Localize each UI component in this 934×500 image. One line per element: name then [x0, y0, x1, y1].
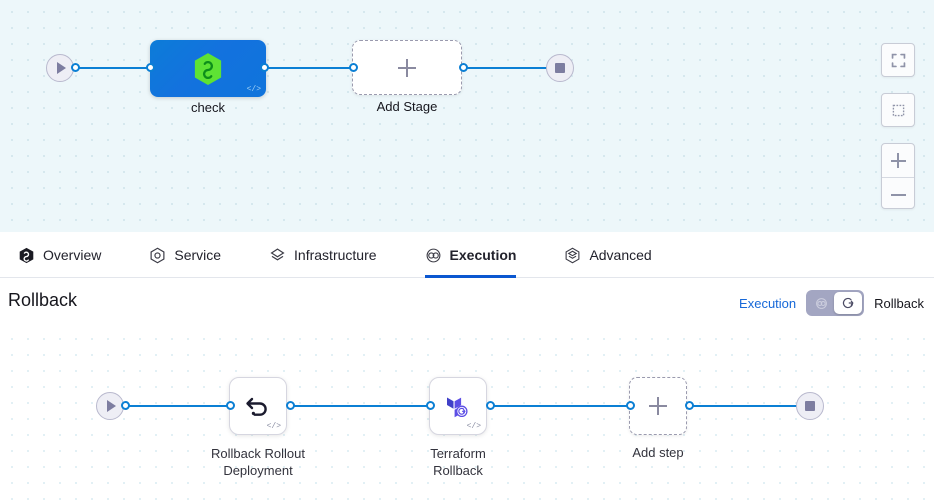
port-addstep-out[interactable] — [685, 401, 694, 410]
tab-bar: Overview Service Infrastructure — [0, 232, 934, 278]
tab-label: Infrastructure — [294, 247, 377, 263]
plus-icon — [649, 397, 667, 415]
edge-addstage-to-end — [462, 67, 554, 69]
rollback-end-node[interactable] — [796, 392, 824, 420]
tab-label: Service — [174, 247, 222, 263]
terraform-rollback-icon — [447, 397, 468, 418]
stage-node-check[interactable]: </> — [150, 40, 266, 97]
edge-addstep-to-end — [688, 405, 806, 407]
stage-label-check: check — [191, 100, 225, 115]
tab-label: Advanced — [589, 247, 652, 263]
stop-icon — [805, 401, 815, 411]
tab-label: Execution — [449, 247, 517, 263]
execution-circles-icon — [425, 247, 442, 264]
edge-start-to-check — [74, 67, 154, 69]
port-rb-start-out[interactable] — [121, 401, 130, 410]
infrastructure-layers-icon — [269, 247, 286, 264]
selection-icon — [892, 104, 904, 116]
port-start-out[interactable] — [71, 63, 80, 72]
zoom-out-icon — [890, 193, 906, 196]
add-stage-label: Add Stage — [376, 99, 438, 114]
code-badge: </> — [466, 422, 481, 431]
stop-icon — [555, 63, 565, 73]
tab-overview[interactable]: Overview — [18, 232, 101, 278]
tab-service[interactable]: Service — [149, 232, 221, 278]
step-label-terraform-rollback: Terraform Rollback — [430, 446, 486, 478]
harness-hexagon-icon — [194, 52, 222, 85]
edge-start-to-step1 — [124, 405, 230, 407]
step-node-rollback-rollout-deployment[interactable]: </> — [229, 377, 287, 435]
edge-step2-to-addstep — [489, 405, 629, 407]
port-check-out[interactable] — [260, 63, 269, 72]
play-icon — [57, 62, 66, 74]
port-addstage-out[interactable] — [459, 63, 468, 72]
code-badge: </> — [246, 85, 261, 94]
edge-step1-to-step2 — [289, 405, 430, 407]
step-label-rollback-rollout-deployment: Rollback Rollout Deployment — [211, 446, 305, 478]
step-node-terraform-rollback[interactable]: </> — [429, 377, 487, 435]
add-step-label: Add step — [632, 445, 684, 460]
tab-advanced[interactable]: Advanced — [564, 232, 652, 278]
add-step-node[interactable] — [629, 377, 687, 435]
zoom-in-button[interactable] — [882, 144, 914, 177]
execution-circles-icon — [815, 297, 827, 309]
tab-label: Overview — [43, 247, 102, 263]
zoom-in-icon — [890, 153, 906, 168]
fullscreen-icon — [891, 53, 905, 67]
toggle-label-execution[interactable]: Execution — [739, 295, 797, 311]
edge-check-to-addstage — [263, 67, 353, 69]
code-badge: </> — [266, 422, 281, 431]
page-title: Rollback — [8, 290, 78, 310]
add-stage-node[interactable] — [352, 40, 462, 95]
undo-arrow-icon — [246, 397, 267, 416]
top-start-node[interactable] — [46, 54, 74, 82]
execution-rollback-toggle-group: Execution Rollback — [739, 290, 924, 316]
play-icon — [107, 400, 116, 412]
toggle-option-execution[interactable] — [808, 292, 834, 314]
port-check-in[interactable] — [146, 63, 155, 72]
harness-hexagon-icon — [18, 247, 35, 264]
tab-execution[interactable]: Execution — [424, 232, 517, 278]
execution-rollback-toggle[interactable] — [806, 290, 865, 316]
toggle-option-rollback[interactable] — [834, 292, 863, 314]
plus-icon — [398, 58, 416, 77]
zoom-controls — [881, 143, 915, 209]
port-step2-out[interactable] — [486, 401, 495, 410]
tab-infrastructure[interactable]: Infrastructure — [269, 232, 377, 278]
top-end-node[interactable] — [546, 54, 574, 82]
toggle-label-rollback[interactable]: Rollback — [874, 295, 924, 311]
port-step1-out[interactable] — [286, 401, 295, 410]
rollback-arrow-icon — [843, 297, 854, 309]
stage-canvas[interactable]: </> check Add Stage — [0, 0, 934, 232]
rollback-start-node[interactable] — [96, 392, 124, 420]
port-addstep-in[interactable] — [626, 401, 635, 410]
fullscreen-button[interactable] — [881, 43, 915, 77]
port-addstage-in[interactable] — [349, 63, 358, 72]
port-step2-in[interactable] — [426, 401, 435, 410]
zoom-out-button[interactable] — [882, 178, 914, 211]
rollback-canvas[interactable]: </> Rollback Rollout Deployment </> Terr… — [0, 327, 934, 500]
service-hexagon-icon — [149, 247, 166, 264]
advanced-layers-icon — [564, 247, 581, 264]
port-step1-in[interactable] — [226, 401, 235, 410]
selection-button[interactable] — [881, 93, 915, 127]
rollback-header: Rollback Execution Ro — [0, 278, 934, 327]
zoom-divider — [882, 177, 914, 178]
